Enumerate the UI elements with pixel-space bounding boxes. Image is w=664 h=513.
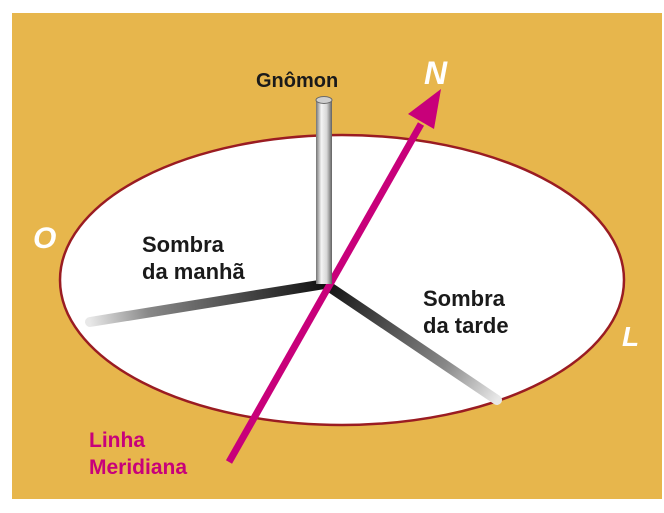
west-direction-label: O <box>33 222 56 255</box>
horizontal-plate <box>58 133 626 427</box>
meridian-line <box>225 122 425 464</box>
north-arrowhead <box>408 89 441 129</box>
morning-shadow-label-line2: da manhã <box>142 259 245 284</box>
afternoon-shadow <box>320 279 502 405</box>
east-direction-label: L <box>622 321 639 352</box>
north-direction-label: N <box>424 55 448 91</box>
afternoon-shadow-label-line2: da tarde <box>423 313 509 338</box>
gnomon-top <box>315 96 333 104</box>
meridian-label-line2: Meridiana <box>89 456 187 479</box>
morning-shadow-label-line1: Sombra <box>142 232 225 257</box>
gnomon-pole <box>316 100 332 284</box>
meridian-label-line1: Linha <box>89 429 145 452</box>
gnomon-label: Gnômon <box>256 70 338 92</box>
afternoon-shadow-label-line1: Sombra <box>423 286 506 311</box>
morning-shadow <box>85 279 330 327</box>
